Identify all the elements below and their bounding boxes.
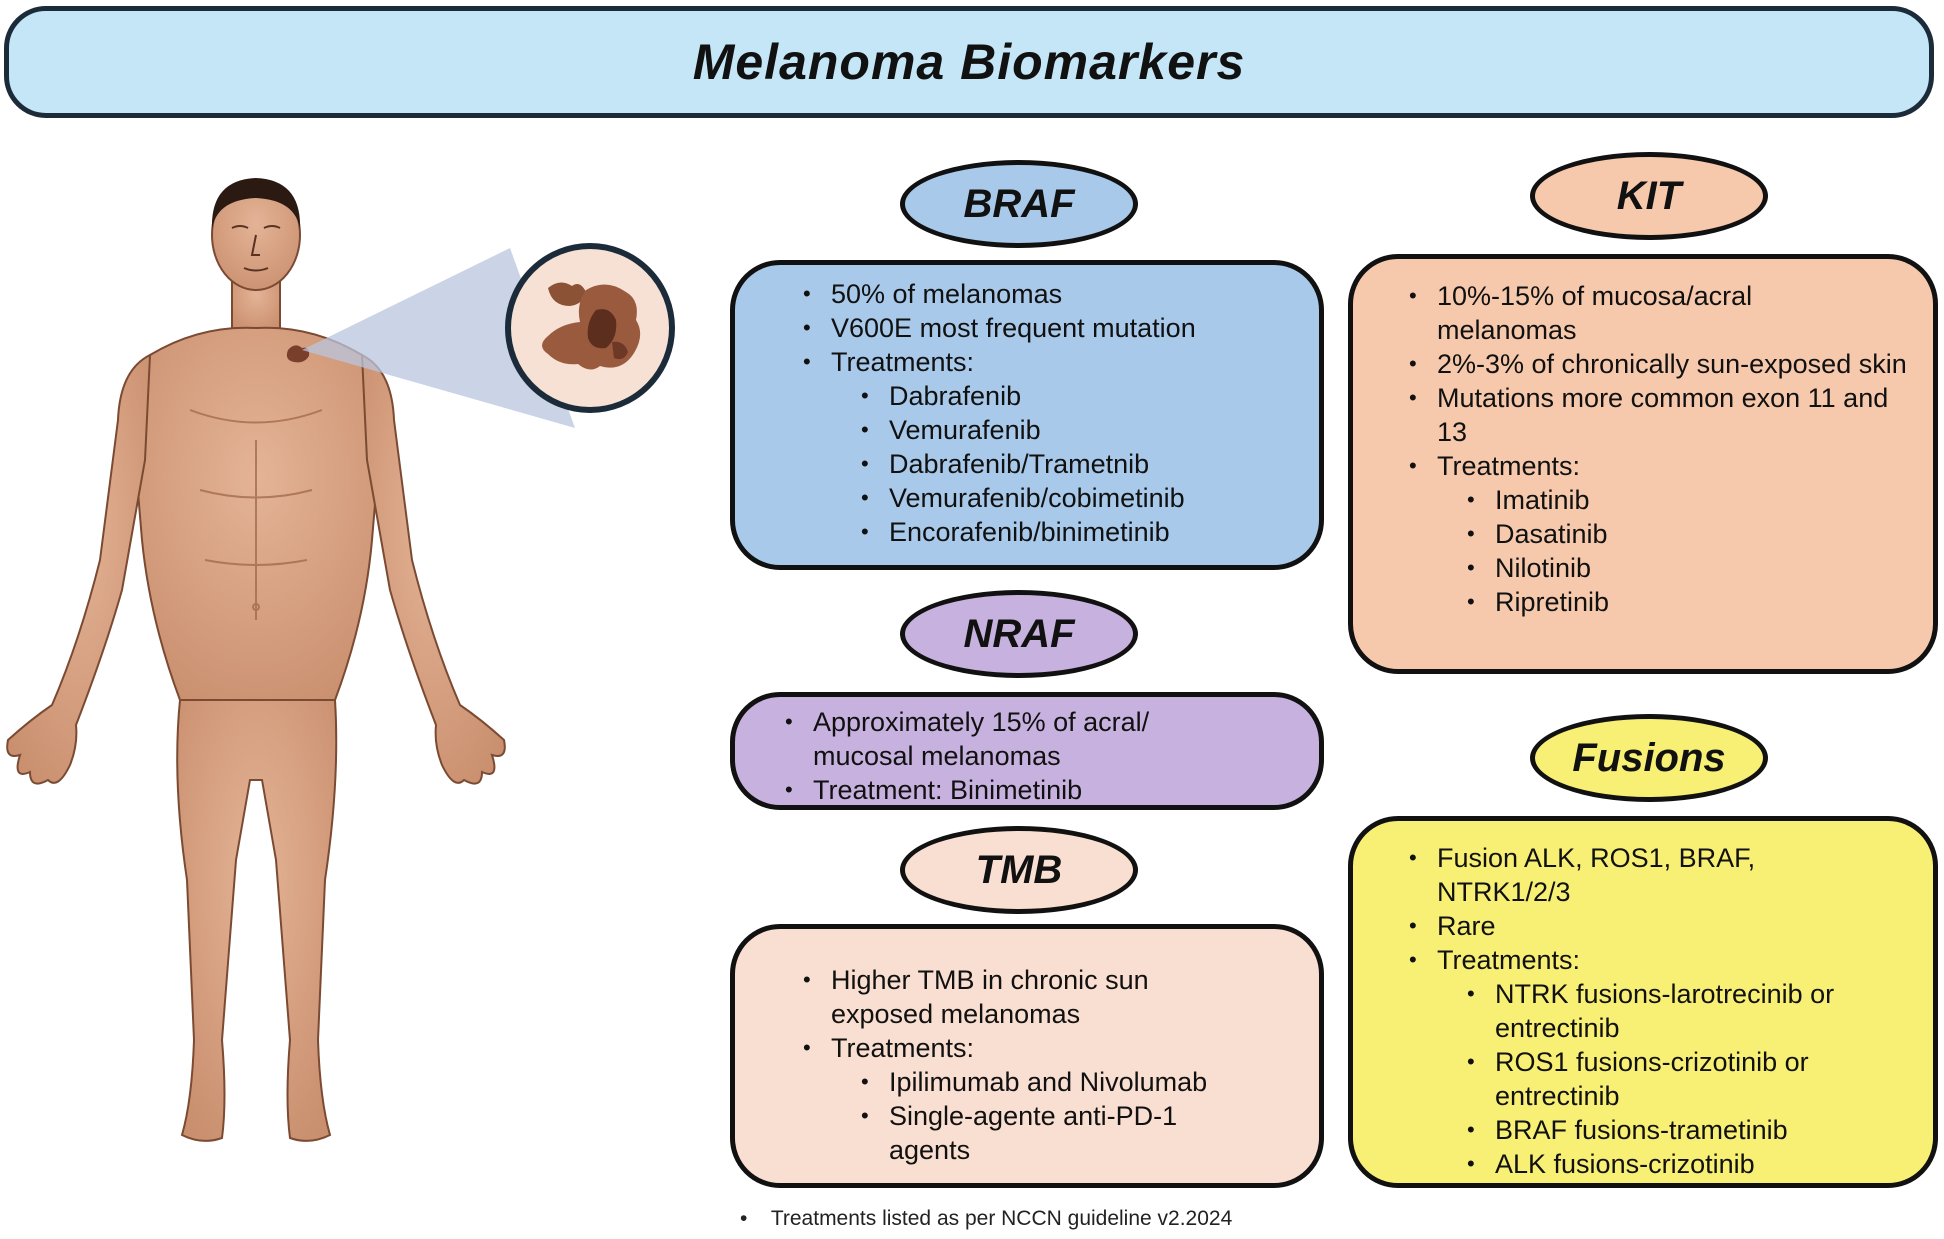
list-item: Rare [1409,909,1913,943]
fusions-label: Fusions [1530,714,1768,802]
list-item: Treatments: [803,345,1299,379]
list-item: Encorafenib/binimetinib [861,515,1299,549]
list-item: ALK fusions-crizotinib [1467,1147,1913,1181]
list-item: ROS1 fusions-crizotinib or entrectinib [1467,1045,1875,1113]
list-item: 2%-3% of chronically sun-exposed skin [1409,347,1907,381]
kit-info-box: 10%-15% of mucosa/acral melanomas 2%-3% … [1348,254,1938,674]
page-title: Melanoma Biomarkers [692,34,1246,90]
list-item: Fusion ALK, ROS1, BRAF, NTRK1/2/3 [1409,841,1797,909]
list-item: Imatinib [1467,483,1913,517]
list-item: Higher TMB in chronic sun exposed melano… [803,963,1211,1031]
human-figure-illustration [6,178,675,1142]
body-contours [189,409,323,620]
tmb-info-box: Higher TMB in chronic sun exposed melano… [730,924,1324,1188]
title-banner: Melanoma Biomarkers [4,6,1934,118]
list-item: Treatments: [803,1031,1299,1065]
list-item: BRAF fusions-trametinib [1467,1113,1913,1147]
list-item: 50% of melanomas [803,277,1299,311]
list-item: Ripretinib [1467,585,1913,619]
list-item: Treatments: [1409,943,1913,977]
list-item: Treatments: [1409,449,1913,483]
fusions-info-box: Fusion ALK, ROS1, BRAF, NTRK1/2/3 Rare T… [1348,816,1938,1188]
list-item: Dasatinib [1467,517,1913,551]
list-item: V600E most frequent mutation [803,311,1299,345]
list-item: Ipilimumab and Nivolumab [861,1065,1299,1099]
tmb-label: TMB [900,826,1138,914]
face-features [231,225,281,272]
nraf-info-box: Approximately 15% of acral/ mucosal mela… [730,692,1324,810]
footnote: Treatments listed as per NCCN guideline … [740,1207,1232,1231]
kit-label: KIT [1530,152,1768,240]
list-item: Single-agente anti-PD-1 agents [861,1099,1189,1167]
list-item: NTRK fusions-larotrecinib or entrectinib [1467,977,1895,1045]
skin-lesion-magnifier [505,243,675,413]
nraf-label: NRAF [900,590,1138,678]
list-item: Approximately 15% of acral/ mucosal mela… [785,705,1193,773]
braf-info-box: 50% of melanomas V600E most frequent mut… [730,260,1324,570]
list-item: Dabrafenib/Trametnib [861,447,1299,481]
list-item: Vemurafenib/cobimetinib [861,481,1299,515]
list-item: 10%-15% of mucosa/acral melanomas [1409,279,1817,347]
list-item: Vemurafenib [861,413,1299,447]
hair [211,178,301,230]
magnifier-wedge [302,248,575,428]
body-silhouette [6,179,506,1142]
list-item: Dabrafenib [861,379,1299,413]
list-item: Treatment: Binimetinib [785,773,1299,807]
list-item: Nilotinib [1467,551,1913,585]
list-item: Mutations more common exon 11 and 13 [1409,381,1907,449]
braf-label: BRAF [900,160,1138,248]
